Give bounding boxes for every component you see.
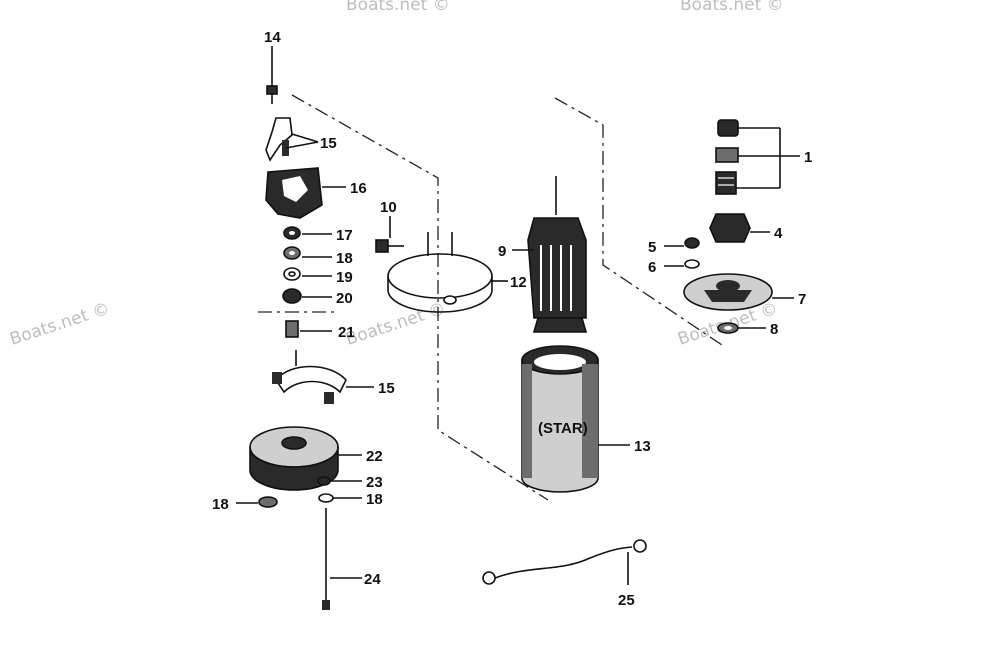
end-housing-part-22 xyxy=(249,426,339,491)
washer-part-19 xyxy=(283,267,301,281)
callout-23: 23 xyxy=(366,474,383,491)
callout-14: 14 xyxy=(264,29,281,46)
washer-part-18-middle xyxy=(318,493,334,503)
screw-part-10 xyxy=(375,239,404,253)
washer-part-6 xyxy=(684,259,700,269)
callout-19: 19 xyxy=(336,269,353,286)
assembly-guide-lines xyxy=(258,94,723,501)
armature-part-9 xyxy=(527,176,588,333)
plunger-part-4 xyxy=(709,213,751,243)
callout-18-upper: 18 xyxy=(336,250,353,267)
callout-4: 4 xyxy=(774,225,783,242)
washer-part-8 xyxy=(717,322,739,334)
callout-10: 10 xyxy=(380,199,397,216)
callout-6: 6 xyxy=(648,259,656,276)
commutator-end-cap-part-16 xyxy=(265,167,323,219)
frame-housing-part-13 xyxy=(521,345,599,493)
brush-holder-part-15-lower xyxy=(272,350,347,404)
nut-part-23 xyxy=(317,476,331,486)
washer-part-17 xyxy=(283,226,301,240)
callout-18-middle: 18 xyxy=(366,491,383,508)
brush-plate-part-15-upper xyxy=(265,117,293,162)
leader-lines xyxy=(236,46,800,585)
washer-part-18-left xyxy=(258,496,278,508)
bolt-part-14 xyxy=(266,52,278,104)
watermark-top-center: Boats.net © xyxy=(346,0,450,15)
callout-15-lower: 15 xyxy=(378,380,395,397)
cable-part-25 xyxy=(482,539,647,585)
callout-22: 22 xyxy=(366,448,383,465)
callout-8: 8 xyxy=(770,321,778,338)
callout-25: 25 xyxy=(618,592,635,609)
nut-part-5 xyxy=(684,237,700,249)
watermark-left: Boats.net © xyxy=(7,299,112,350)
watermark-center: Boats.net © xyxy=(343,299,448,350)
watermark-top-right: Boats.net © xyxy=(680,0,784,15)
callout-12: 12 xyxy=(510,274,527,291)
nut-part-20 xyxy=(282,288,302,304)
callout-1: 1 xyxy=(804,149,812,166)
callout-16: 16 xyxy=(350,180,367,197)
callout-13: 13 xyxy=(634,438,651,455)
band-clamp-part-12 xyxy=(387,232,493,313)
callout-24: 24 xyxy=(364,571,381,588)
callout-9: 9 xyxy=(498,243,506,260)
housing-label: (STAR) xyxy=(538,420,588,437)
callout-7: 7 xyxy=(798,291,806,308)
end-plate-part-7 xyxy=(683,273,773,311)
callout-21: 21 xyxy=(338,324,355,341)
solenoid-parts-part-1 xyxy=(715,119,739,195)
callout-labels: 14 15 16 17 18 19 20 21 15 22 23 18 18 2… xyxy=(212,29,812,609)
callout-5: 5 xyxy=(648,239,656,256)
washer-part-18-upper xyxy=(283,246,301,260)
callout-18-left: 18 xyxy=(212,496,229,513)
callout-20: 20 xyxy=(336,290,353,307)
callout-17: 17 xyxy=(336,227,353,244)
through-bolt-part-24 xyxy=(322,508,330,610)
callout-15-upper: 15 xyxy=(320,135,337,152)
terminal-part-21 xyxy=(285,320,299,338)
